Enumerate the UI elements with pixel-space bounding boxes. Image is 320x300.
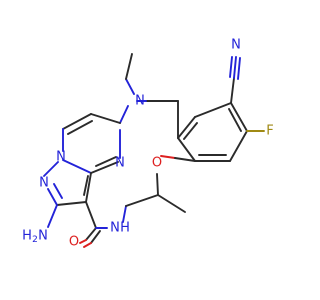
bond bbox=[85, 172, 92, 203]
amine-nitrogen-label: N bbox=[38, 229, 48, 244]
bond bbox=[228, 108, 242, 132]
fluorine-label: F bbox=[266, 124, 273, 139]
nitrile-nitrogen-label: N bbox=[231, 38, 241, 53]
bond bbox=[157, 194, 186, 213]
bond bbox=[119, 105, 129, 124]
bond bbox=[177, 137, 196, 162]
bond bbox=[90, 161, 119, 174]
bond bbox=[90, 230, 101, 244]
pyrazole-nitrogen-label: N bbox=[39, 176, 49, 191]
bond bbox=[237, 57, 241, 80]
bond bbox=[43, 161, 59, 177]
bond bbox=[47, 188, 58, 206]
bond bbox=[83, 242, 92, 248]
bond bbox=[90, 113, 121, 124]
atom-labels: N F N N N N O O N H H 2 N bbox=[22, 38, 274, 250]
bond bbox=[83, 175, 89, 196]
molecule-diagram: N F N N N N O O N H H 2 N bbox=[22, 38, 274, 250]
bond bbox=[183, 122, 198, 140]
bond bbox=[79, 239, 87, 244]
bond bbox=[230, 102, 248, 132]
bond bbox=[229, 130, 248, 162]
pyrimidine-nitrogen-label: N bbox=[115, 156, 125, 171]
bond bbox=[122, 205, 127, 223]
bond bbox=[56, 201, 87, 206]
bond bbox=[125, 194, 159, 207]
bond bbox=[62, 159, 92, 174]
amide-hydrogen-label: H bbox=[120, 221, 130, 236]
amine-subscript-label: 2 bbox=[32, 235, 38, 245]
bond bbox=[194, 102, 232, 118]
bond bbox=[62, 113, 92, 130]
bond bbox=[174, 157, 196, 162]
bond bbox=[160, 155, 176, 159]
bond bbox=[177, 116, 196, 139]
bond bbox=[47, 204, 58, 228]
bond bbox=[230, 77, 235, 104]
bond bbox=[229, 56, 233, 78]
amide-nitrogen-label: N bbox=[110, 221, 120, 236]
bond bbox=[67, 120, 93, 135]
bond bbox=[85, 227, 97, 241]
bond bbox=[156, 173, 159, 196]
bridge-nitrogen-label: N bbox=[56, 150, 66, 165]
amine-h-label: H bbox=[22, 229, 32, 244]
bonds bbox=[43, 53, 265, 248]
bond bbox=[95, 156, 117, 167]
bond bbox=[125, 78, 135, 95]
carbonyl-oxygen-label: O bbox=[69, 235, 79, 250]
bond bbox=[233, 56, 237, 79]
ether-oxygen-label: O bbox=[152, 156, 162, 171]
bond bbox=[125, 53, 133, 80]
ethyl-nitrogen-label: N bbox=[135, 94, 145, 109]
bond bbox=[85, 201, 97, 229]
bond bbox=[53, 183, 63, 199]
